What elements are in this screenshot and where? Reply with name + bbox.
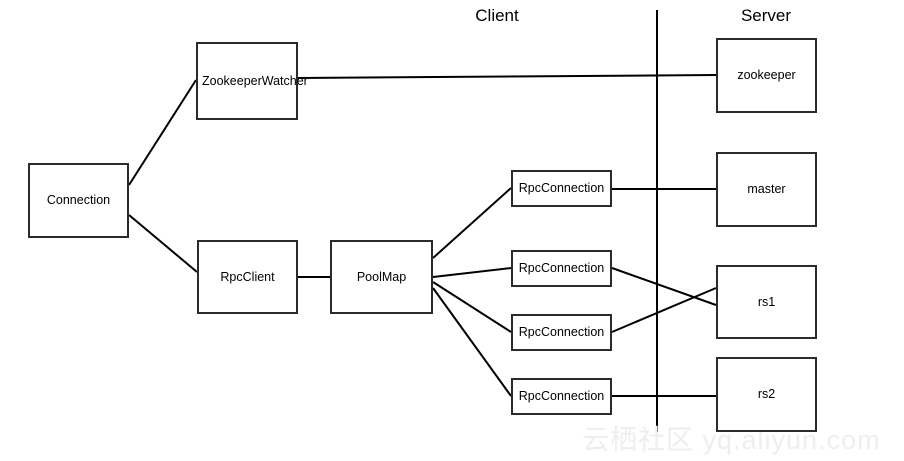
edge-poolmap-to-rpcconnection-4 bbox=[432, 287, 512, 397]
edge-rpcconnection-2-to-rs1 bbox=[611, 267, 717, 306]
node-label-rs2: rs2 bbox=[757, 387, 776, 401]
node-label-master: master bbox=[747, 182, 786, 196]
node-rpcconnection-1[interactable]: RpcConnection bbox=[511, 170, 612, 207]
edge-rpcconnection-3-to-rs1 bbox=[611, 287, 717, 333]
node-label-poolmap: PoolMap bbox=[356, 269, 407, 284]
node-connection[interactable]: Connection bbox=[28, 163, 129, 238]
edge-poolmap-to-rpcconnection-3 bbox=[432, 281, 512, 333]
node-rpcclient[interactable]: RpcClient bbox=[197, 240, 298, 314]
node-label-rpcclient: RpcClient bbox=[220, 269, 275, 284]
node-label-connection: Connection bbox=[46, 193, 111, 207]
node-label-zookeeper: zookeeper bbox=[737, 68, 796, 82]
edge-poolmap-to-rpcconnection-1 bbox=[432, 187, 512, 259]
node-rpcconnection-4[interactable]: RpcConnection bbox=[511, 378, 612, 415]
edge-connection-to-rpcclient bbox=[128, 214, 198, 273]
edge-poolmap-to-rpcconnection-2 bbox=[432, 267, 512, 278]
node-zookeeperwatcher[interactable]: ZookeeperWatcher bbox=[196, 42, 308, 120]
node-label-rpcconnection-2: RpcConnection bbox=[518, 261, 605, 275]
node-label-zookeeperwatcher: ZookeeperWatcher bbox=[202, 73, 308, 88]
node-label-rpcconnection-1: RpcConnection bbox=[518, 181, 605, 195]
node-master[interactable]: master bbox=[716, 152, 817, 227]
node-label-rpcconnection-4: RpcConnection bbox=[518, 389, 605, 403]
node-rs2[interactable]: rs2 bbox=[716, 357, 817, 432]
node-poolmap[interactable]: PoolMap bbox=[330, 240, 433, 314]
header-label-client: Client bbox=[475, 6, 519, 25]
node-label-rs1: rs1 bbox=[757, 294, 776, 309]
node-rpcconnection-3[interactable]: RpcConnection bbox=[511, 314, 612, 351]
edge-connection-to-zookeeperwatcher bbox=[128, 79, 197, 186]
node-rs1[interactable]: rs1 bbox=[716, 265, 817, 339]
header-label-server: Server bbox=[740, 6, 792, 25]
node-rpcconnection-2[interactable]: RpcConnection bbox=[511, 250, 612, 287]
node-zookeeper[interactable]: zookeeper bbox=[716, 38, 817, 113]
node-label-rpcconnection-3: RpcConnection bbox=[518, 325, 605, 339]
edge-zookeeperwatcher-to-zookeeper bbox=[297, 74, 717, 79]
